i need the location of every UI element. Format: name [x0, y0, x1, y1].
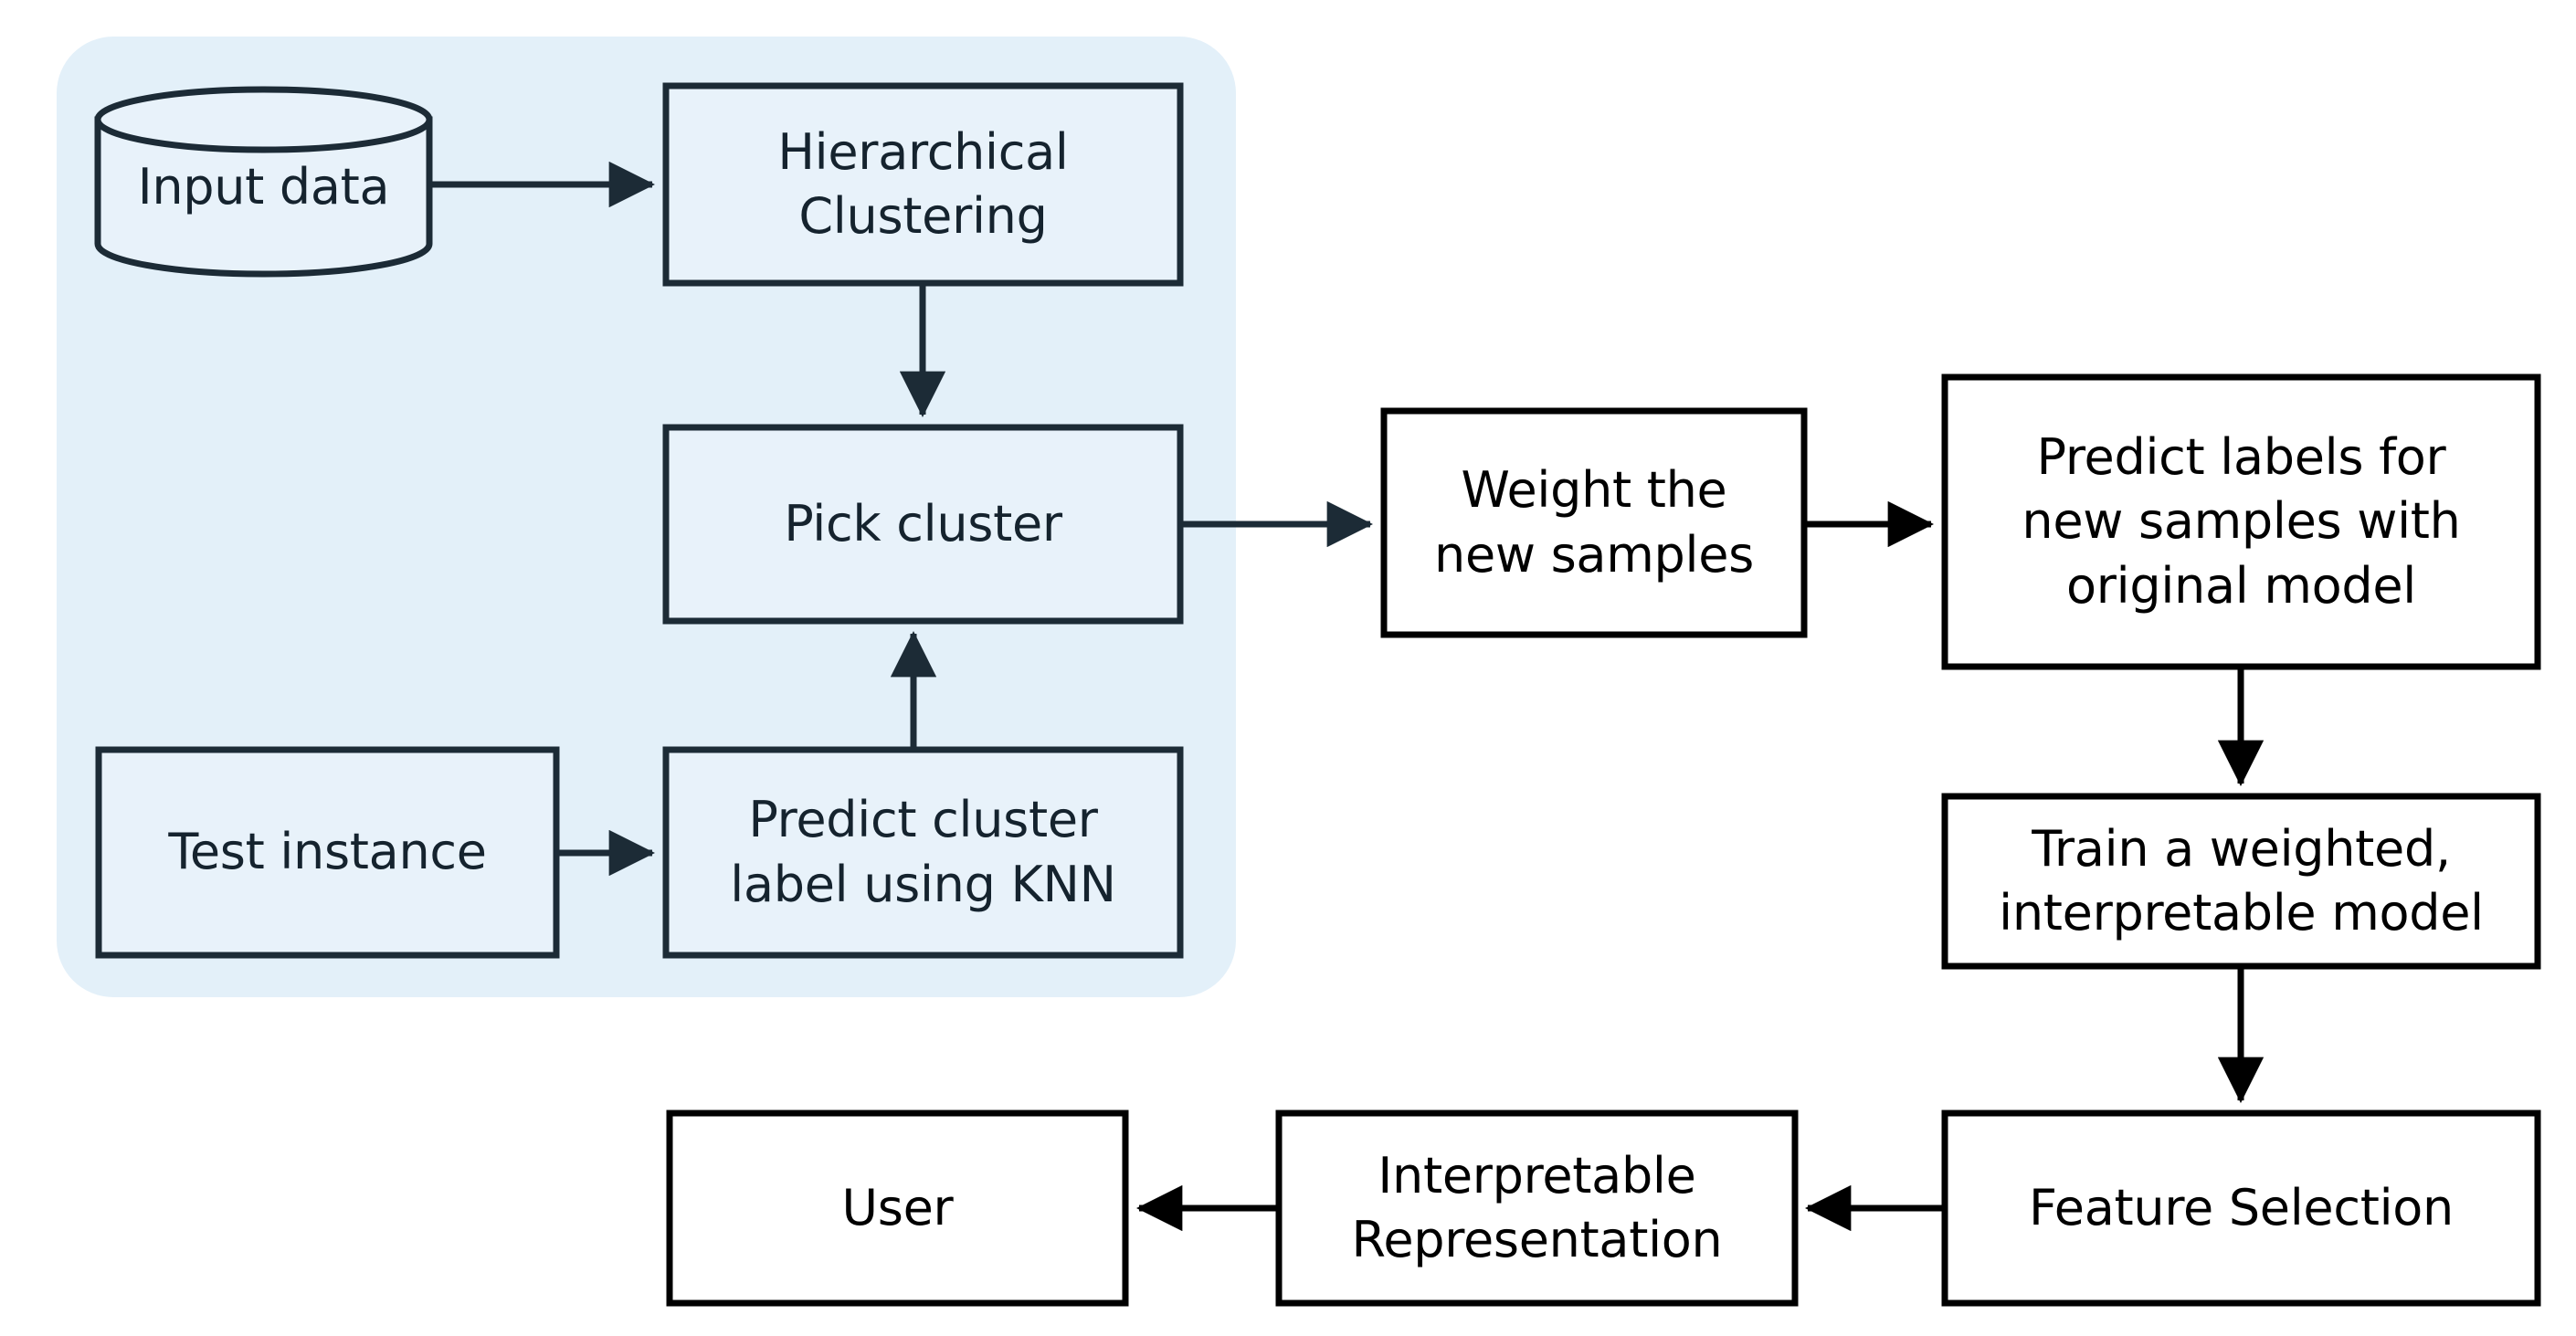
node-feature-selection[interactable]	[1945, 1113, 2538, 1303]
node-predict-cluster-label-knn[interactable]	[666, 750, 1180, 955]
node-shape-input-data	[94, 86, 433, 278]
node-train-weighted-interpretable-model[interactable]	[1945, 796, 2538, 966]
node-shape-test-instance	[95, 746, 560, 959]
node-predict-labels-original-model[interactable]	[1945, 377, 2538, 667]
node-shape-pick-cluster	[662, 424, 1184, 625]
node-shape-weight-new-samples	[1380, 407, 1808, 638]
node-hierarchical-clustering[interactable]	[666, 86, 1180, 283]
node-weight-new-samples[interactable]	[1384, 411, 1804, 635]
node-input-data[interactable]	[98, 89, 429, 274]
node-shape-hierarchical-clustering	[662, 82, 1184, 287]
node-pick-cluster[interactable]	[666, 427, 1180, 621]
node-shape-train-weighted-interpretable-model	[1941, 793, 2541, 970]
node-shape-predict-cluster-label-knn	[662, 746, 1184, 959]
node-shape-user	[666, 1110, 1129, 1307]
node-interpretable-representation[interactable]	[1279, 1113, 1795, 1303]
node-test-instance[interactable]	[99, 750, 556, 955]
node-user[interactable]	[670, 1113, 1125, 1303]
node-shape-predict-labels-original-model	[1941, 373, 2541, 670]
